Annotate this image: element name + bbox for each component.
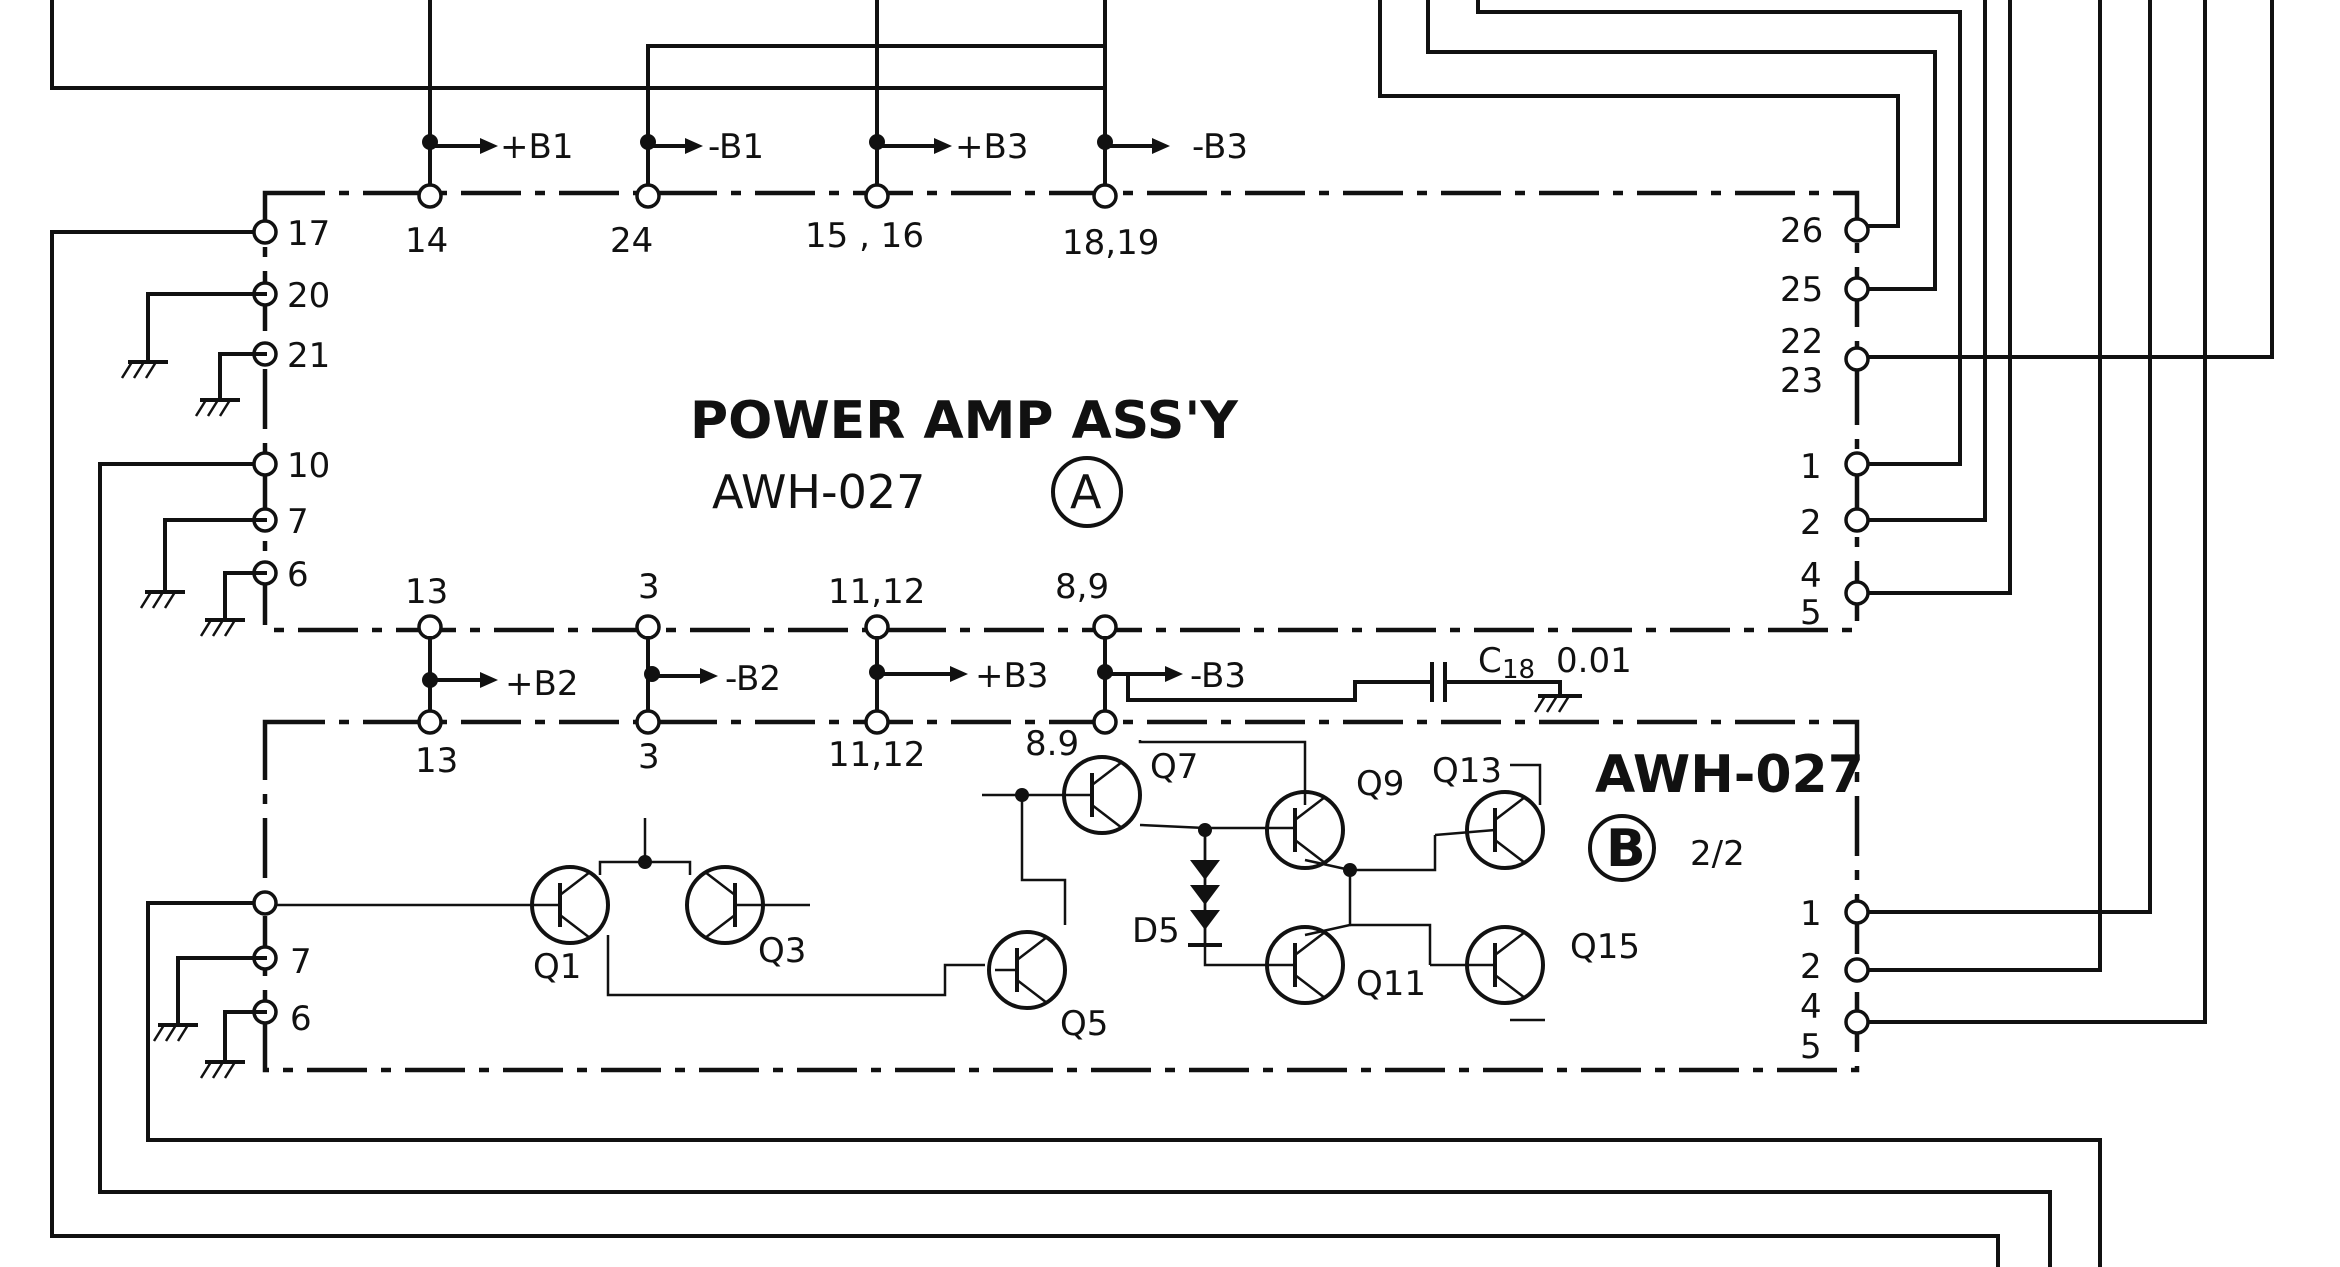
pin-label-a-bottom-13: 13: [405, 572, 448, 612]
rail-label-plus-b3-bottom: +B3: [975, 656, 1048, 696]
pin-label-a-top-18-19: 18,19: [1062, 223, 1159, 263]
label-q3: Q3: [758, 931, 806, 971]
label-q13: Q13: [1432, 751, 1502, 791]
pin-label-b-top-11-12: 11,12: [828, 735, 925, 775]
pin-label-a-left-10: 10: [287, 446, 330, 486]
transistor-q3: [685, 865, 765, 945]
pin-label-b-right-5: 5: [1800, 1027, 1822, 1067]
pin-label-b-top-3: 3: [638, 737, 660, 777]
pin-label-a-top-14: 14: [405, 221, 448, 261]
transistor-q13: [1434, 790, 1545, 870]
capacitor-ref: C: [1478, 641, 1502, 681]
pin-label-a-bottom-3: 3: [638, 567, 660, 607]
board-b-variant: B: [1606, 819, 1646, 879]
pin-label-a-right-23: 23: [1780, 361, 1823, 401]
board-a-grounds: [120, 292, 267, 637]
transistor-q11: [1265, 925, 1345, 1005]
board-b-circuit: [275, 740, 1545, 1022]
board-a-variant: A: [1070, 465, 1102, 519]
pin-label-a-left-6: 6: [287, 555, 309, 595]
label-q15: Q15: [1570, 927, 1640, 967]
board-b-model: AWH-027: [1595, 745, 1864, 805]
board-a-outline: [262, 190, 1860, 633]
board-b-fraction: 2/2: [1690, 834, 1745, 874]
transistor-q15: [1430, 925, 1545, 1005]
pin-label-a-left-7: 7: [287, 502, 309, 542]
board-b-pins: [252, 709, 1870, 1035]
label-q11: Q11: [1356, 964, 1426, 1004]
pin-label-a-right-25: 25: [1780, 270, 1823, 310]
rail-label-minus-b3-top: -B3: [1192, 127, 1248, 167]
pin-label-a-right-4: 4: [1800, 556, 1822, 596]
rail-label-plus-b3-top: +B3: [955, 127, 1028, 167]
rail-label-minus-b2: -B2: [725, 659, 781, 699]
label-d5: D5: [1132, 911, 1180, 951]
label-q5: Q5: [1060, 1004, 1108, 1044]
transistor-q9: [1265, 790, 1345, 870]
rail-label-minus-b1: -B1: [708, 127, 764, 167]
pin-label-b-left-6: 6: [290, 999, 312, 1039]
pin-label-a-bottom-11-12: 11,12: [828, 572, 925, 612]
pin-label-a-left-17: 17: [287, 214, 330, 254]
pin-label-b-right-1: 1: [1800, 894, 1822, 934]
transistor-q7: [1022, 755, 1142, 835]
board-a-variant-circle: [1051, 456, 1123, 528]
board-b-variant-circle: [1588, 814, 1656, 882]
pin-label-a-right-26: 26: [1780, 211, 1823, 251]
pin-label-a-left-21: 21: [287, 336, 330, 376]
board-b-grounds: [152, 956, 267, 1079]
capacitor-ref-sub: 18: [1502, 655, 1535, 685]
pin-label-b-left-7: 7: [290, 942, 312, 982]
pin-label-a-top-24: 24: [610, 221, 653, 261]
transistor-q1: [530, 865, 610, 945]
label-q1: Q1: [533, 947, 581, 987]
pin-label-b-top-13: 13: [415, 741, 458, 781]
rail-label-minus-b3-bottom: -B3: [1190, 656, 1246, 696]
pin-label-a-top-15-16: 15 , 16: [805, 216, 924, 256]
pin-label-a-right-5: 5: [1800, 593, 1822, 633]
label-q7: Q7: [1150, 747, 1198, 787]
external-wiring-top: [50, 0, 2274, 1267]
label-q9: Q9: [1356, 764, 1404, 804]
pin-label-a-right-2: 2: [1800, 503, 1822, 543]
pin-label-a-left-20: 20: [287, 276, 330, 316]
pin-label-b-top-8-9: 8.9: [1025, 724, 1079, 764]
rail-label-plus-b2: +B2: [505, 664, 578, 704]
diode-d5: [1188, 830, 1222, 947]
board-a-title: POWER AMP ASS'Y: [690, 391, 1239, 451]
pin-label-a-right-22: 22: [1780, 322, 1823, 362]
pin-label-a-bottom-8-9: 8,9: [1055, 567, 1109, 607]
pin-label-a-right-1: 1: [1800, 447, 1822, 487]
transistor-q5: [987, 930, 1067, 1010]
board-a-model: AWH-027: [712, 465, 925, 519]
rail-taps-bottom: [422, 636, 1582, 724]
pin-label-b-right-4: 4: [1800, 987, 1822, 1027]
capacitor-value: 0.01: [1556, 641, 1632, 681]
pin-label-b-right-2: 2: [1800, 947, 1822, 987]
rail-label-plus-b1: +B1: [500, 127, 573, 167]
